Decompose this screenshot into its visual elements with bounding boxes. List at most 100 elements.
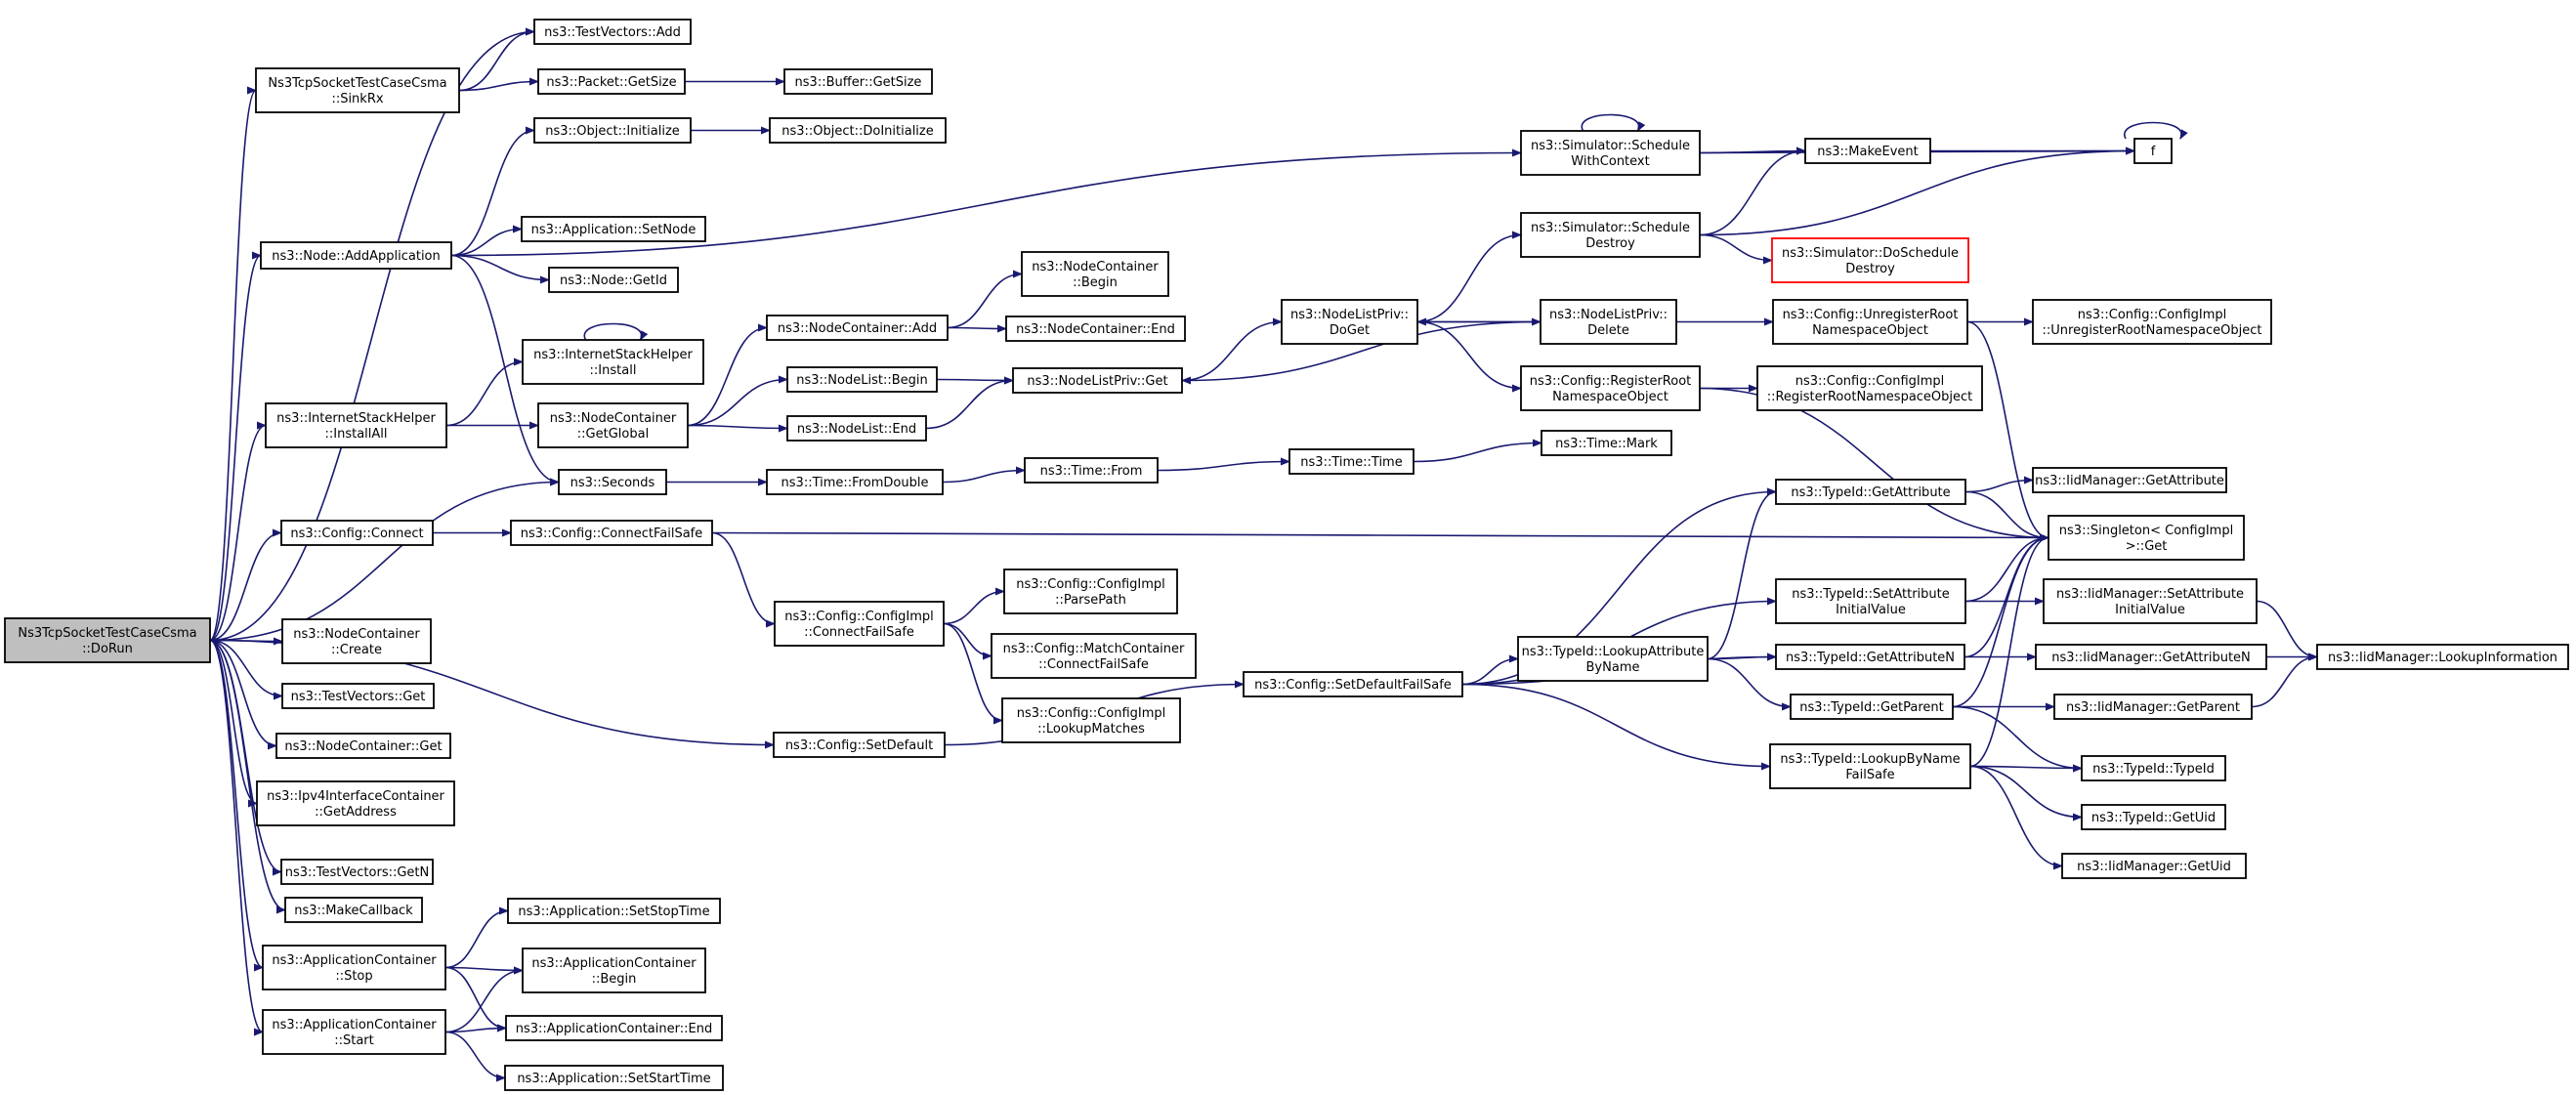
node-obj_init[interactable]: ns3::Object::Initialize — [533, 117, 692, 144]
node-nlp_doget[interactable]: ns3::NodeListPriv::DoGet — [1281, 299, 1418, 345]
node-tid_getattr[interactable]: ns3::TypeId::GetAttribute — [1775, 479, 1966, 505]
node-seconds[interactable]: ns3::Seconds — [558, 469, 667, 495]
node-app_setnode[interactable]: ns3::Application::SetNode — [521, 216, 706, 242]
node-buf_getsize[interactable]: ns3::Buffer::GetSize — [783, 68, 933, 95]
node-label: ns3::Application::SetNode — [531, 223, 697, 237]
call-edge-tid_lbnfs-to-singleton — [1969, 533, 2049, 768]
node-f[interactable]: f — [2133, 138, 2173, 164]
node-box — [2032, 299, 2272, 345]
node-cfgimpl_unreg[interactable]: ns3::Config::ConfigImpl::UnregisterRootN… — [2032, 299, 2272, 345]
call-edge-cfg_sdfs-to-tid_lab — [1461, 654, 1519, 686]
node-nc_begin[interactable]: ns3::NodeContainer::Begin — [1021, 251, 1169, 297]
node-time_mark[interactable]: ns3::Time::Mark — [1541, 430, 1672, 456]
node-nc_create[interactable]: ns3::NodeContainer::Create — [281, 618, 432, 664]
node-iid_getuid[interactable]: ns3::IidManager::GetUid — [2061, 853, 2247, 879]
node-time_fromdouble[interactable]: ns3::Time::FromDouble — [766, 469, 944, 495]
node-nc_end[interactable]: ns3::NodeContainer::End — [1005, 316, 1186, 342]
call-edge-dorun-to-sinkrx — [209, 86, 257, 642]
node-cfg_sdfs[interactable]: ns3::Config::SetDefaultFailSafe — [1243, 671, 1463, 697]
node-nl_begin[interactable]: ns3::NodeList::Begin — [786, 366, 938, 393]
node-label: ns3::TestVectors::Get — [291, 690, 426, 704]
node-label: ByName — [1586, 660, 1640, 675]
node-label: ns3::NodeContainer — [1032, 260, 1159, 274]
node-box — [537, 402, 689, 448]
node-ac_start[interactable]: ns3::ApplicationContainer::Start — [262, 1009, 446, 1055]
node-cfgimpl_parsepath[interactable]: ns3::Config::ConfigImpl::ParsePath — [1003, 569, 1178, 614]
node-nc_getglobal[interactable]: ns3::NodeContainer::GetGlobal — [537, 402, 689, 448]
node-label: ::GetAddress — [315, 805, 397, 820]
node-box — [2081, 755, 2226, 781]
node-box — [2133, 138, 2173, 164]
call-edge-node_addapp-to-node_getid — [450, 254, 550, 284]
node-cfg_connect[interactable]: ns3::Config::Connect — [280, 520, 434, 546]
node-iid_setattr[interactable]: ns3::IidManager::SetAttributeInitialValu… — [2043, 578, 2258, 624]
node-app_setstart[interactable]: ns3::Application::SetStartTime — [504, 1065, 724, 1091]
node-app_setstop[interactable]: ns3::Application::SetStopTime — [507, 898, 721, 924]
node-iid_lookupinfo[interactable]: ns3::IidManager::LookupInformation — [2316, 644, 2569, 670]
node-ish_installall[interactable]: ns3::InternetStackHelper::InstallAll — [265, 402, 447, 448]
node-tid_getparent[interactable]: ns3::TypeId::GetParent — [1790, 694, 1954, 720]
node-box — [1520, 212, 1701, 258]
node-tid_getuid[interactable]: ns3::TypeId::GetUid — [2081, 804, 2226, 830]
node-label: ns3::MakeCallback — [294, 904, 413, 918]
node-box — [255, 67, 460, 113]
node-label: ns3::Ipv4InterfaceContainer — [267, 789, 444, 804]
node-label: Delete — [1587, 323, 1629, 338]
node-time_time[interactable]: ns3::Time::Time — [1288, 448, 1415, 475]
node-box — [2316, 644, 2569, 670]
node-nc_get[interactable]: ns3::NodeContainer::Get — [275, 733, 451, 759]
node-label: ns3::Buffer::GetSize — [795, 75, 922, 90]
node-tv_add[interactable]: ns3::TestVectors::Add — [533, 19, 692, 45]
node-pkt_getsize[interactable]: ns3::Packet::GetSize — [537, 68, 686, 95]
node-tid_getattrn[interactable]: ns3::TypeId::GetAttributeN — [1775, 644, 1965, 670]
node-makecallback[interactable]: ns3::MakeCallback — [284, 897, 423, 923]
node-iid_getparent[interactable]: ns3::IidManager::GetParent — [2053, 694, 2253, 720]
node-ac_end[interactable]: ns3::ApplicationContainer::End — [505, 1015, 723, 1041]
node-nc_add[interactable]: ns3::NodeContainer::Add — [766, 315, 949, 341]
node-box — [504, 1065, 724, 1091]
node-label: ns3::Config::ConfigImpl — [1795, 374, 1945, 389]
node-time_from[interactable]: ns3::Time::From — [1024, 457, 1159, 484]
node-ipv4_getaddr[interactable]: ns3::Ipv4InterfaceContainer::GetAddress — [256, 780, 455, 826]
node-box — [1012, 367, 1183, 394]
node-label: ::UnregisterRootNamespaceObject — [2043, 323, 2262, 338]
node-cfg_unreg[interactable]: ns3::Config::UnregisterRootNamespaceObje… — [1772, 299, 1968, 345]
node-label: ::SinkRx — [331, 92, 383, 106]
node-cfg_cfs[interactable]: ns3::Config::ConnectFailSafe — [510, 520, 713, 546]
node-obj_doinit[interactable]: ns3::Object::DoInitialize — [769, 117, 947, 144]
node-cfgimpl_reg[interactable]: ns3::Config::ConfigImpl::RegisterRootNam… — [1756, 365, 1983, 411]
node-cfgimpl_cfs[interactable]: ns3::Config::ConfigImpl::ConnectFailSafe — [774, 601, 945, 647]
node-box — [1775, 479, 1966, 505]
node-ac_begin[interactable]: ns3::ApplicationContainer::Begin — [522, 948, 706, 993]
node-tv_get[interactable]: ns3::TestVectors::Get — [281, 683, 435, 709]
node-nlp_delete[interactable]: ns3::NodeListPriv::Delete — [1540, 299, 1677, 345]
node-tid_typeid[interactable]: ns3::TypeId::TypeId — [2081, 755, 2226, 781]
node-iid_getattr[interactable]: ns3::IidManager::GetAttribute — [2032, 467, 2227, 493]
node-iid_getattrn[interactable]: ns3::IidManager::GetAttributeN — [2035, 644, 2267, 670]
node-node_addapp[interactable]: ns3::Node::AddApplication — [260, 241, 452, 270]
node-cfg_setdefault[interactable]: ns3::Config::SetDefault — [773, 732, 946, 758]
node-cfgimpl_lm[interactable]: ns3::Config::ConfigImpl::LookupMatches — [1001, 697, 1181, 743]
node-sinkrx[interactable]: Ns3TcpSocketTestCaseCsma::SinkRx — [255, 67, 460, 113]
node-singleton[interactable]: ns3::Singleton< ConfigImpl>::Get — [2048, 515, 2245, 561]
node-nl_end[interactable]: ns3::NodeList::End — [786, 415, 927, 442]
node-box — [522, 948, 706, 993]
node-cfg_reg[interactable]: ns3::Config::RegisterRootNamespaceObject — [1520, 365, 1701, 411]
node-ac_stop[interactable]: ns3::ApplicationContainer::Stop — [262, 945, 446, 990]
node-nlp_get[interactable]: ns3::NodeListPriv::Get — [1012, 367, 1183, 394]
node-ish_install[interactable]: ns3::InternetStackHelper::Install — [522, 339, 704, 385]
node-label: ns3::InternetStackHelper — [276, 411, 436, 426]
node-node_getid[interactable]: ns3::Node::GetId — [548, 267, 679, 293]
node-mc_cfs[interactable]: ns3::Config::MatchContainer::ConnectFail… — [991, 633, 1197, 679]
node-tv_getn[interactable]: ns3::TestVectors::GetN — [280, 859, 434, 885]
node-box — [1541, 430, 1672, 456]
node-makeevent[interactable]: ns3::MakeEvent — [1804, 138, 1931, 164]
node-label: ::Begin — [592, 972, 637, 987]
node-dorun[interactable]: Ns3TcpSocketTestCaseCsma::DoRun — [4, 617, 211, 663]
